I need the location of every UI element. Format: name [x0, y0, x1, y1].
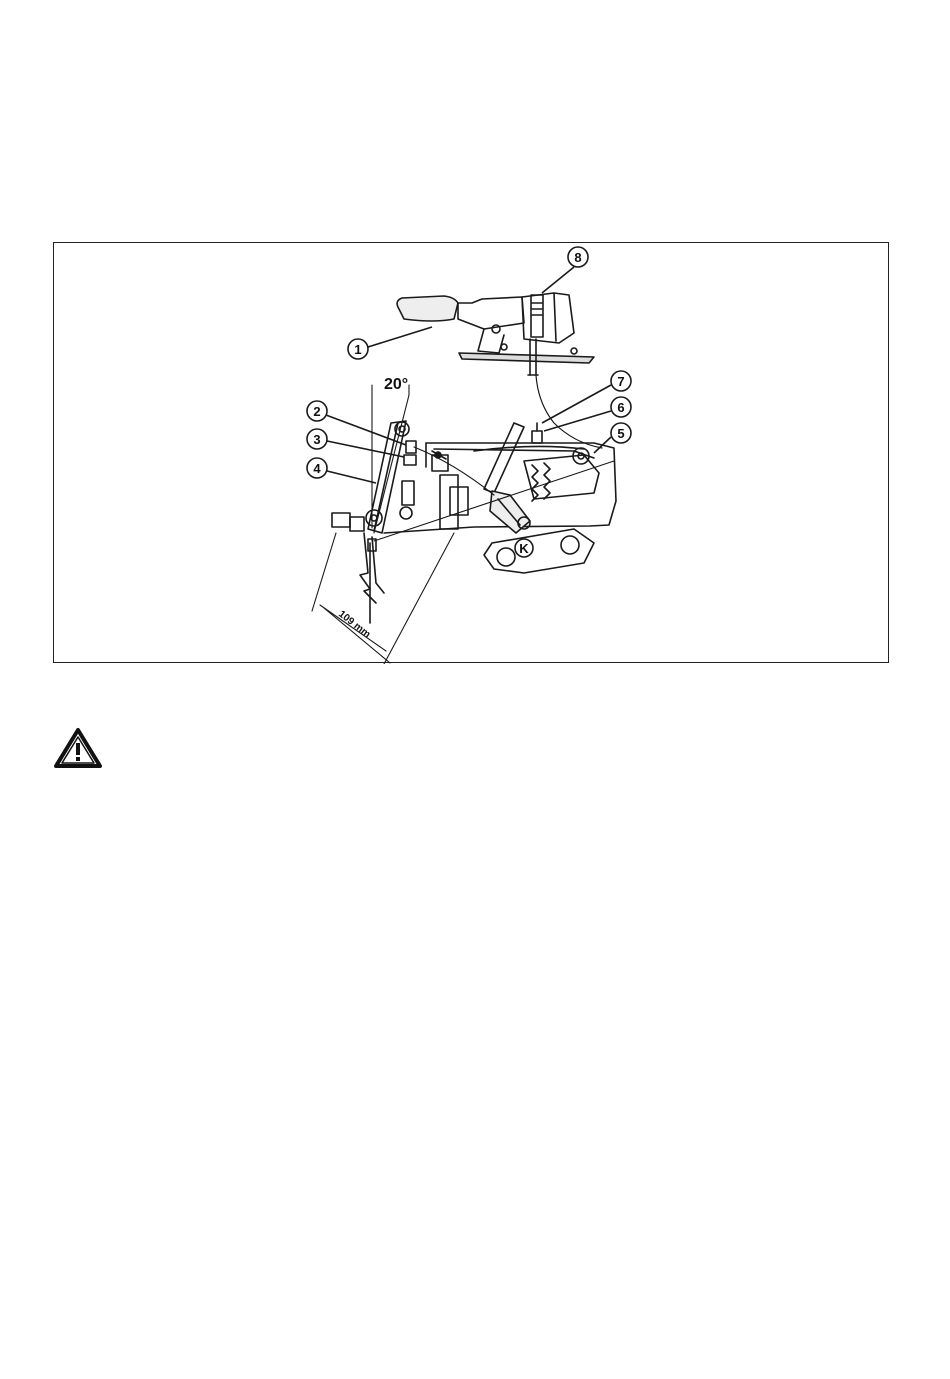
callout-label-8: 8 — [574, 250, 581, 265]
callout-label-3: 3 — [313, 432, 320, 447]
callout-label-4: 4 — [313, 461, 321, 476]
callouts — [307, 247, 631, 557]
callout-label-6: 6 — [617, 400, 624, 415]
handbrake-linkage-diagram: 1 2 3 4 5 6 7 8 K 20° 109 mm — [54, 243, 890, 664]
callout-label-2: 2 — [313, 404, 320, 419]
figure-frame: 1 2 3 4 5 6 7 8 K 20° 109 mm — [53, 242, 889, 663]
callout-label-7: 7 — [617, 374, 624, 389]
callout-5 — [594, 423, 631, 453]
callout-label-5: 5 — [617, 426, 624, 441]
handbrake-lever — [397, 293, 602, 448]
callout-label-K: K — [519, 541, 529, 556]
dimension-label: 109 mm — [336, 609, 372, 641]
angle-label: 20° — [384, 376, 408, 393]
warning-triangle-icon — [53, 727, 103, 769]
callout-label-1: 1 — [354, 342, 361, 357]
